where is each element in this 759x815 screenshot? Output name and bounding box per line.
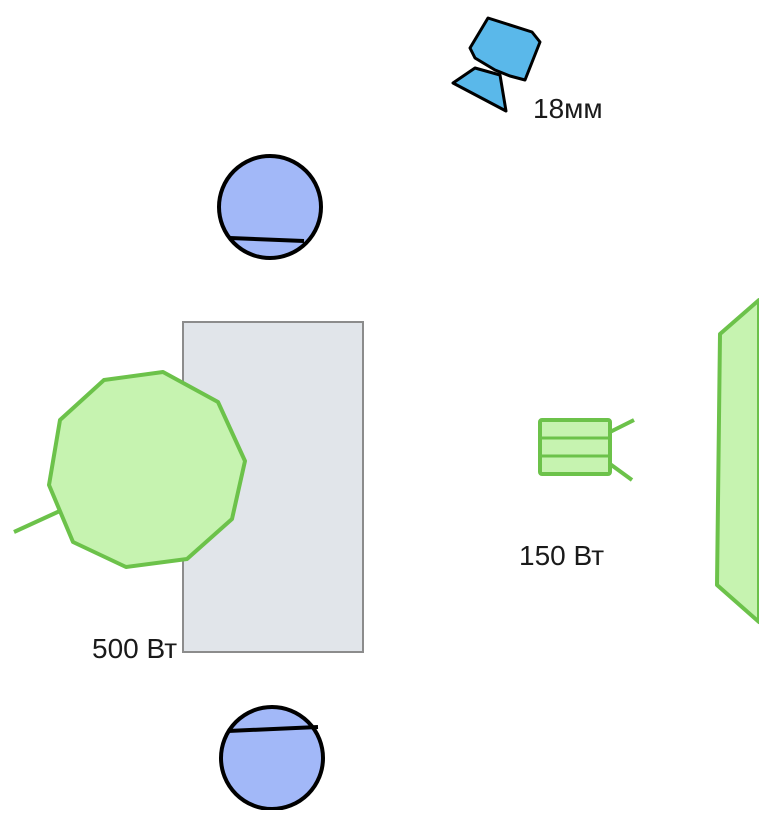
barn-door-top — [609, 418, 635, 434]
barn-door-bottom — [608, 462, 634, 482]
person-bottom — [219, 705, 325, 811]
reflector-panel-icon — [715, 298, 759, 624]
fill-light-label: 150 Вт — [519, 540, 604, 571]
spotlight-icon — [538, 418, 612, 476]
camera-lens — [451, 66, 508, 113]
key-light-softbox — [13, 370, 247, 569]
key-light-label: 500 Вт — [92, 633, 177, 664]
camera-icon — [468, 16, 542, 82]
person-icon — [217, 154, 323, 260]
camera-focal-label: 18мм — [533, 93, 603, 124]
softbox-stand — [13, 508, 63, 534]
person-shoulders — [229, 236, 305, 243]
person-icon — [219, 705, 325, 811]
fill-light-spotlight — [538, 418, 635, 482]
octagonal-softbox-icon — [47, 370, 247, 569]
person-top — [217, 154, 323, 260]
person-shoulders — [227, 725, 319, 733]
camera — [451, 16, 542, 113]
